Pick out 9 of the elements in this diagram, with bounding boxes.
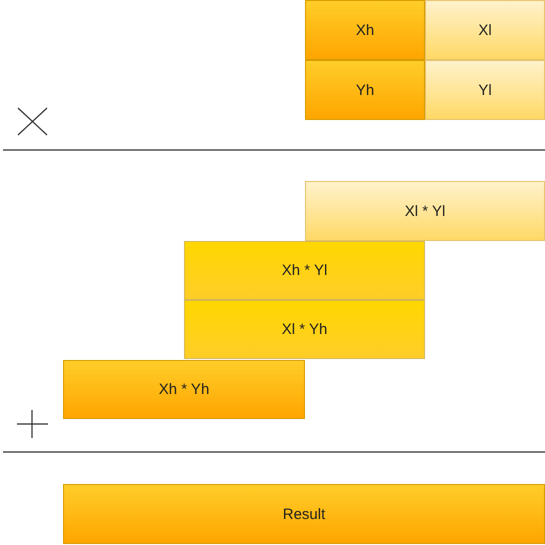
value-box: Xl * Yl <box>305 181 545 241</box>
value-box: Yl <box>425 60 545 120</box>
value-box: Xh * Yl <box>184 241 425 300</box>
value-box: Result <box>63 484 545 544</box>
value-box: Xh <box>305 0 425 60</box>
value-box: Yh <box>305 60 425 120</box>
value-box: Xl * Yh <box>184 300 425 359</box>
value-box: Xl <box>425 0 545 60</box>
value-box: Xh * Yh <box>63 360 305 419</box>
